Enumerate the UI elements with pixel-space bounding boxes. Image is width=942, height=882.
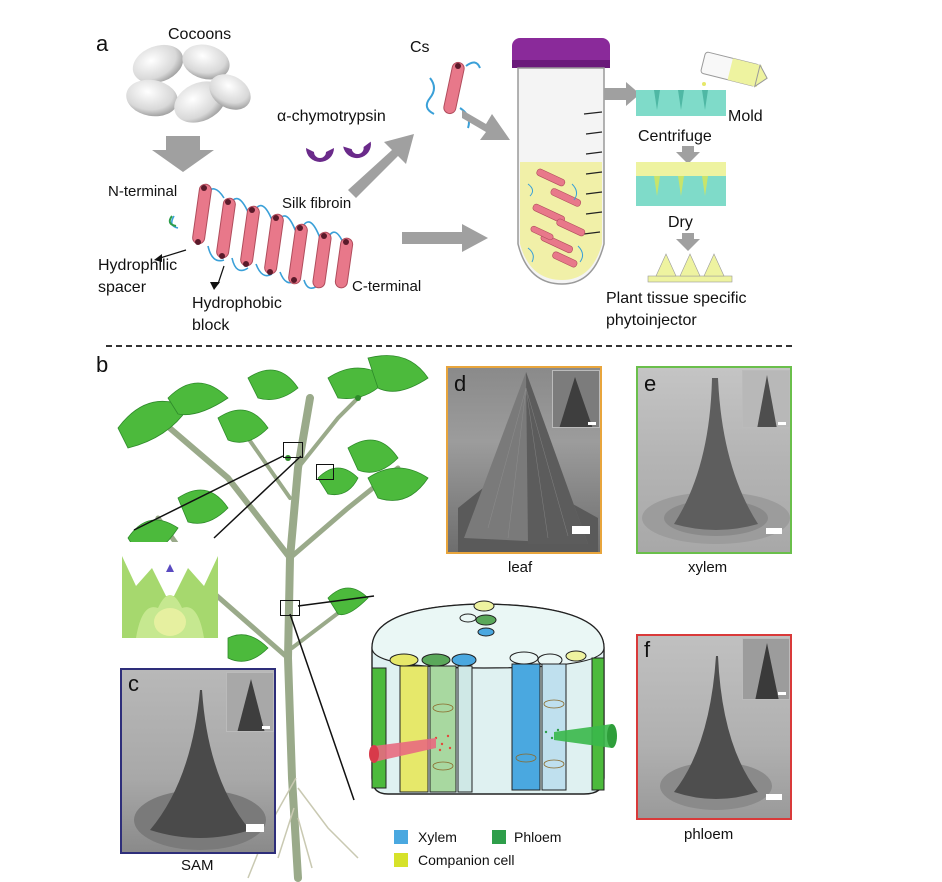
xylem-needle-image (642, 378, 790, 544)
cs-label: Cs (410, 39, 430, 56)
leaf-needle-image (458, 372, 598, 552)
arrow-down-dry (676, 233, 700, 251)
hydrophilic-label-2: spacer (98, 279, 147, 296)
xylem-caption: xylem (688, 559, 728, 576)
phloem-needle-image (660, 656, 772, 810)
panel-b-letter: b (96, 352, 109, 377)
filled-mold-illustration (636, 162, 726, 206)
panel-f-letter: f (644, 637, 651, 662)
xylem-inset (742, 370, 790, 428)
legend-swatch-xylem (394, 830, 408, 844)
c-terminal-label: C-terminal (352, 278, 422, 295)
phytoinjector-illustration (647, 253, 733, 283)
silk-fibroin-label: Silk fibroin (282, 195, 352, 212)
legend-label-phloem: Phloem (514, 829, 562, 845)
enzyme-label: α-chymotrypsin (277, 108, 386, 125)
legend-swatch-phloem (492, 830, 506, 844)
hydrophobic-label-2: block (192, 317, 230, 334)
phloem-inset-image (742, 638, 790, 700)
tomato-plant-illustration (117, 355, 429, 882)
sem-panel-sam: c (120, 668, 276, 854)
dry-label: Dry (668, 214, 693, 231)
leaf-inset-needle (559, 377, 593, 427)
leaf-scalebar (572, 526, 590, 534)
vascular-cross-section (369, 600, 617, 795)
marker-box-3 (280, 600, 300, 616)
arrow-down-centrifuge (676, 146, 700, 164)
arrow-tube-to-mold (604, 82, 640, 106)
section-divider (106, 345, 792, 347)
sam-needle-image (134, 690, 266, 850)
arrow-fibroin-to-tube (402, 224, 488, 252)
arrow-down-1 (152, 136, 214, 172)
pouring-tube-icon (700, 51, 768, 94)
phloem-inset-scalebar (778, 692, 786, 695)
arrow-fibroin-to-enzyme (348, 134, 414, 198)
marker-box-2 (316, 464, 334, 480)
xylem-scalebar (766, 528, 782, 534)
sam-scalebar (246, 824, 264, 832)
marker-box-1 (283, 442, 303, 458)
n-terminal-label: N-terminal (108, 183, 178, 200)
legend-label-companion: Companion cell (418, 852, 515, 868)
phloem-caption: phloem (684, 826, 734, 843)
centrifuge-label: Centrifuge (638, 128, 712, 145)
cocoons-illustration (126, 44, 251, 123)
phloem-inset-needle (755, 643, 779, 699)
hydrophobic-label-1: Hydrophobic (192, 295, 282, 312)
leaf-inset-scalebar (588, 422, 596, 425)
sem-panel-xylem: e (636, 366, 792, 554)
arrow-cs-to-tube (462, 110, 510, 140)
mold-label: Mold (728, 108, 763, 125)
leaf-caption: leaf (508, 559, 533, 576)
product-label-1: Plant tissue specific (606, 290, 747, 307)
product-label-2: phytoinjector (606, 312, 697, 329)
xylem-inset-needle (757, 375, 777, 427)
mold-illustration (636, 90, 726, 116)
legend-label-xylem: Xylem (418, 829, 457, 845)
sam-caption: SAM (181, 857, 214, 874)
sam-inset-scalebar (262, 726, 270, 729)
xylem-inset-scalebar (778, 422, 786, 425)
sam-inset-needle (237, 679, 265, 731)
centrifuge-tube (512, 38, 610, 285)
sem-panel-phloem: f (636, 634, 792, 820)
sem-panel-leaf: d (446, 366, 602, 554)
panel-d-letter: d (454, 371, 467, 396)
panel-e-letter: e (644, 371, 657, 396)
hydrophilic-label-1: Hydrophilic (98, 257, 178, 274)
cs-fragment-icon (425, 61, 481, 129)
enzyme-icon (306, 141, 371, 162)
sam-inset-image (226, 672, 274, 732)
phloem-scalebar (766, 794, 782, 800)
legend-swatch-companion (394, 853, 408, 867)
leader-lines-a (154, 249, 225, 290)
panel-a-letter: a (96, 31, 109, 56)
leaf-inset (552, 370, 600, 428)
silk-fibroin-chain (168, 183, 354, 289)
cocoons-label: Cocoons (168, 26, 232, 43)
sam-inset (122, 542, 218, 638)
panel-c-letter: c (128, 671, 139, 696)
